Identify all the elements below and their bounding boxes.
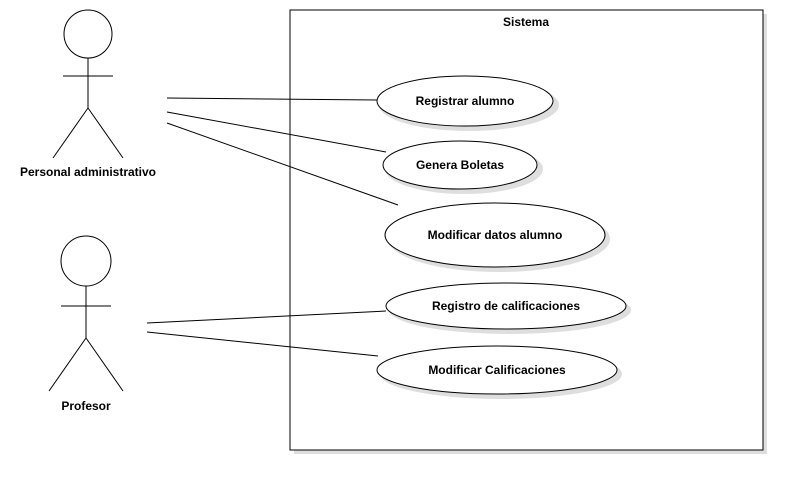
actor-profesor[interactable]: Profesor: [48, 235, 124, 413]
use-case-registrar-alumno[interactable]: Registrar alumno: [376, 75, 559, 131]
use-case-label: Registro de calificaciones: [432, 299, 580, 313]
use-case-modificar-datos-alumno[interactable]: Modificar datos alumno: [384, 202, 610, 272]
actor-label: Personal administrativo: [20, 165, 156, 179]
stick-figure-icon: [52, 9, 124, 159]
association-personal-registrar-alumno[interactable]: [166, 97, 378, 101]
use-case-genera-boletas[interactable]: Genera Boletas: [382, 140, 543, 194]
use-case-label: Modificar datos alumno: [428, 228, 563, 242]
actor-personal-administrativo[interactable]: Personal administrativo: [20, 9, 156, 179]
association-personal-genera-boletas[interactable]: [166, 111, 387, 153]
stick-figure-icon: [48, 235, 124, 392]
association-profesor-registro-calificaciones[interactable]: [146, 310, 387, 324]
use-case-label: Genera Boletas: [416, 158, 504, 172]
use-case-label: Registrar alumno: [416, 94, 515, 108]
association-profesor-modificar-calificaciones[interactable]: [146, 331, 379, 357]
actor-label: Profesor: [61, 399, 111, 413]
use-case-registro-de-calificaciones[interactable]: Registro de calificaciones: [385, 282, 631, 334]
use-case-modificar-calificaciones[interactable]: Modificar Calificaciones: [376, 345, 622, 399]
system-title: Sistema: [503, 15, 549, 29]
use-case-label: Modificar Calificaciones: [428, 363, 566, 377]
association-personal-modificar-datos-alumno[interactable]: [166, 122, 399, 206]
association-lines: [146, 97, 399, 357]
